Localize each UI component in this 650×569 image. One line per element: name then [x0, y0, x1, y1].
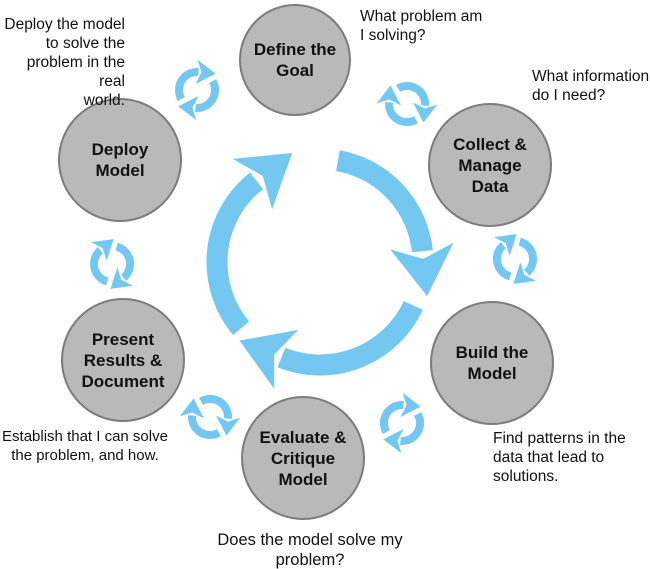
- cycle-arrows-icon: [185, 392, 235, 442]
- node-label: Define the Goal: [253, 40, 337, 80]
- node-label: Collect & Manage Data: [453, 134, 527, 196]
- cycle-arrows-icon: [172, 65, 222, 115]
- note-present-results-document: Establish that I can solve the problem, …: [2, 428, 168, 464]
- node-deploy-model: Deploy Model: [58, 98, 182, 222]
- cycle-arrows-icon: [377, 398, 427, 448]
- note-build-model: Find patterns in the data that lead to s…: [493, 430, 626, 485]
- note-deploy-model: Deploy the model to solve the problem in…: [4, 16, 125, 109]
- node-define-goal: Define the Goal: [239, 4, 351, 116]
- note-collect-manage-data: What information do I need?: [532, 68, 650, 104]
- node-collect-manage-data: Collect & Manage Data: [428, 103, 552, 227]
- note-define-goal: What problem am I solving?: [360, 8, 483, 44]
- node-label: Deploy Model: [91, 140, 149, 180]
- node-label: Build the Model: [455, 343, 529, 383]
- node-build-model: Build the Model: [430, 301, 554, 425]
- note-evaluate-critique-model: Does the model solve my problem?: [217, 531, 403, 569]
- cycle-arrows-icon: [382, 79, 432, 129]
- cycle-arrows-icon: [94, 247, 130, 282]
- node-evaluate-critique-model: Evaluate & Critique Model: [241, 396, 365, 520]
- cycle-arrows-icon: [497, 242, 533, 277]
- node-label: Present Results & Document: [81, 329, 165, 391]
- clockwise-cycle-arrow-icon: [206, 150, 454, 390]
- node-present-results-document: Present Results & Document: [61, 298, 185, 422]
- node-label: Evaluate & Critique Model: [259, 427, 347, 489]
